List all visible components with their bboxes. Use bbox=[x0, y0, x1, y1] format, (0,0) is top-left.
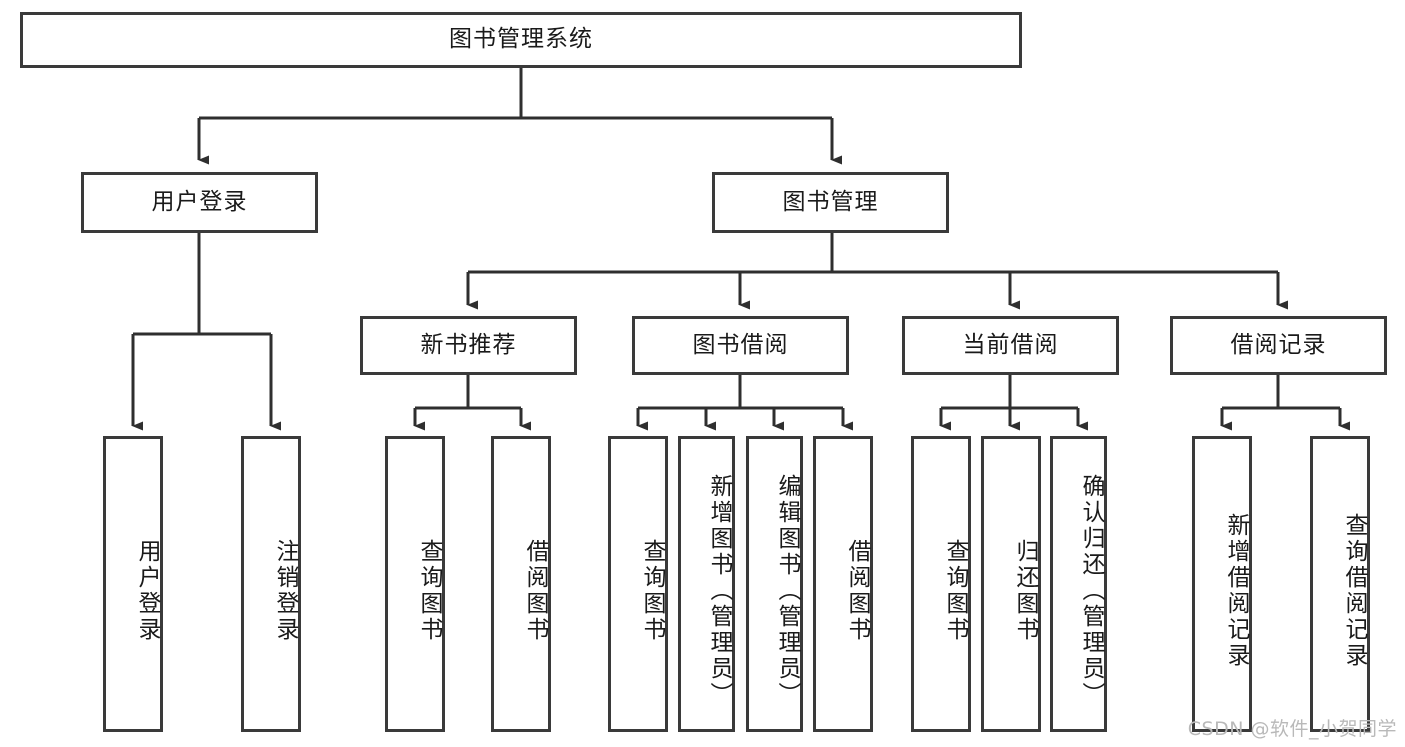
node-borrow-record[interactable]: 借阅记录 bbox=[1170, 316, 1387, 375]
node-label: 图书管理 bbox=[782, 188, 879, 215]
node-leaf-confirm-return-admin[interactable]: 确认归还（管理员） bbox=[1050, 436, 1107, 732]
node-label: 确认归还（管理员） bbox=[1078, 474, 1104, 708]
node-leaf-query-borrow-record[interactable]: 查询借阅记录 bbox=[1310, 436, 1370, 732]
node-label: 图书管理系统 bbox=[449, 26, 593, 53]
node-user-login[interactable]: 用户登录 bbox=[81, 172, 318, 233]
node-book-management[interactable]: 图书管理 bbox=[712, 172, 949, 233]
node-book-borrow[interactable]: 图书借阅 bbox=[632, 316, 849, 375]
node-label: 查询图书 bbox=[416, 539, 442, 643]
node-label: 图书借阅 bbox=[692, 331, 789, 358]
watermark-text: CSDN @软件_小贺同学 bbox=[1187, 718, 1397, 740]
node-label: 新书推荐 bbox=[420, 331, 517, 358]
node-leaf-query-book-recommend[interactable]: 查询图书 bbox=[385, 436, 445, 732]
node-label: 归还图书 bbox=[1012, 539, 1038, 643]
node-label: 查询图书 bbox=[639, 539, 665, 643]
node-label: 借阅图书 bbox=[844, 539, 870, 643]
node-leaf-query-book-current[interactable]: 查询图书 bbox=[911, 436, 971, 732]
node-label: 新增图书（管理员） bbox=[706, 474, 732, 708]
node-root-book-management-system[interactable]: 图书管理系统 bbox=[20, 12, 1022, 68]
node-label: 借阅图书 bbox=[522, 539, 548, 643]
node-leaf-edit-book-admin[interactable]: 编辑图书（管理员） bbox=[746, 436, 803, 732]
node-leaf-borrow-book[interactable]: 借阅图书 bbox=[813, 436, 873, 732]
node-leaf-add-borrow-record[interactable]: 新增借阅记录 bbox=[1192, 436, 1252, 732]
node-label: 新增借阅记录 bbox=[1223, 513, 1249, 669]
node-label: 用户登录 bbox=[151, 188, 248, 215]
node-label: 用户登录 bbox=[134, 539, 160, 643]
node-leaf-borrow-book-recommend[interactable]: 借阅图书 bbox=[491, 436, 551, 732]
node-new-book-recommend[interactable]: 新书推荐 bbox=[360, 316, 577, 375]
node-label: 查询图书 bbox=[942, 539, 968, 643]
node-leaf-user-login[interactable]: 用户登录 bbox=[103, 436, 163, 732]
node-label: 当前借阅 bbox=[962, 331, 1059, 358]
node-label: 注销登录 bbox=[272, 539, 298, 643]
node-leaf-return-book[interactable]: 归还图书 bbox=[981, 436, 1041, 732]
node-label: 查询借阅记录 bbox=[1341, 513, 1367, 669]
node-label: 借阅记录 bbox=[1230, 331, 1327, 358]
node-leaf-add-book-admin[interactable]: 新增图书（管理员） bbox=[678, 436, 735, 732]
node-leaf-query-book-borrow[interactable]: 查询图书 bbox=[608, 436, 668, 732]
node-label: 编辑图书（管理员） bbox=[774, 474, 800, 708]
node-current-borrow[interactable]: 当前借阅 bbox=[902, 316, 1119, 375]
node-leaf-logout-login[interactable]: 注销登录 bbox=[241, 436, 301, 732]
